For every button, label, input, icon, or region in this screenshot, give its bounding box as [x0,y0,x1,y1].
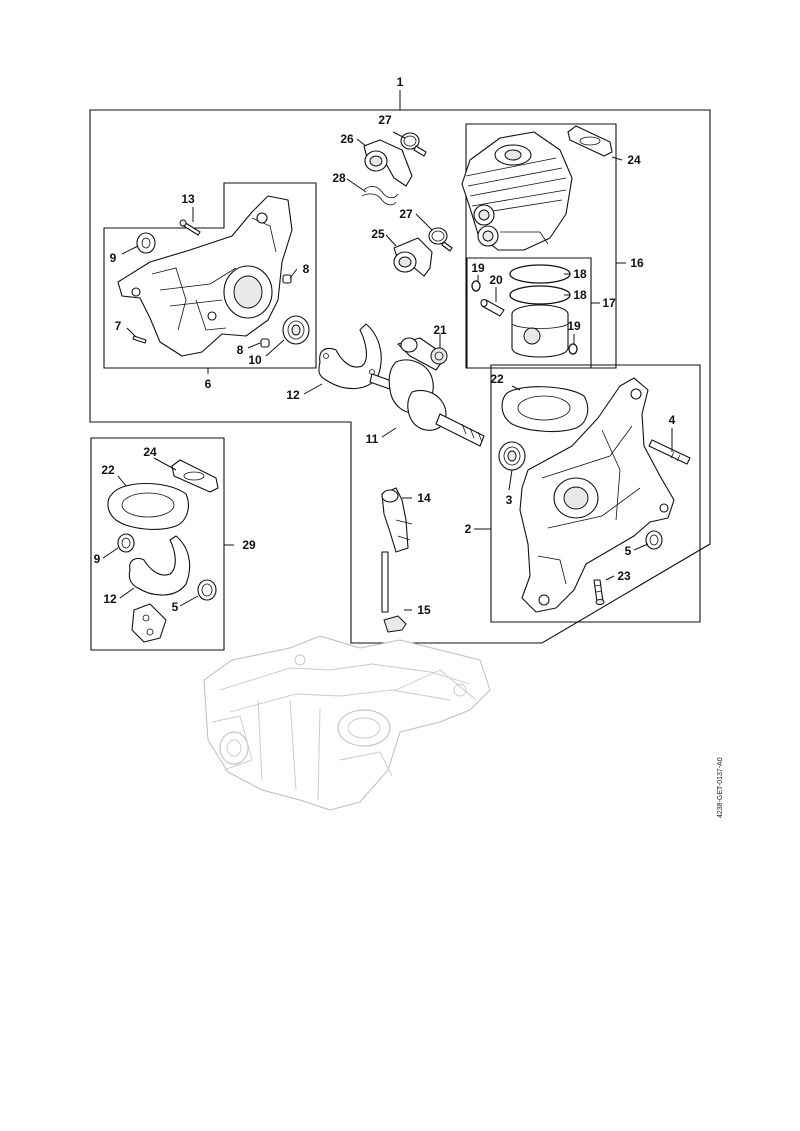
part-29-gasket-12 [128,535,191,596]
part-6-crankcase-half [117,195,293,357]
part-27-clamp-lower [428,227,453,252]
part-2-crankcase [519,377,675,613]
part-24-gasket [567,125,613,157]
gasket-set-frame [90,437,225,651]
chainsaw-outline-illustration [203,635,491,811]
callout-9-set: 9 [94,552,101,566]
callout-21: 21 [433,323,447,337]
callout-12-main: 12 [286,388,300,402]
part-18-piston-rings [509,264,571,305]
part-25-manifold [393,237,433,277]
callout-18-upper: 18 [573,267,587,281]
part-5-oil-seal [645,530,663,550]
part-13-screw [179,219,201,236]
part-9-oil-seal [136,232,156,254]
callout-19-upper: 19 [471,261,485,275]
callout-27-upper: 27 [378,113,392,127]
part-8-sleeve-upper [282,274,292,284]
callout-7: 7 [115,319,122,333]
part-4-stud [648,439,691,465]
part-21-needle-cage [430,347,448,365]
callout-22-main: 22 [490,372,504,386]
callout-24-set: 24 [143,445,157,459]
callout-13: 13 [181,192,195,206]
cylinder-frame [465,123,617,369]
part-19-circlip-lower [568,343,578,355]
part-27-clamp-upper [400,132,427,157]
callout-20: 20 [489,273,503,287]
piston-kit-frame [466,257,592,369]
callout-19-lower: 19 [567,319,581,333]
callout-25: 25 [371,227,385,241]
part-22-gasket [501,386,589,432]
callout-5-main: 5 [625,544,632,558]
part-28-spring [361,186,399,206]
callout-11: 11 [366,432,379,446]
part-17-piston [511,304,569,358]
crankcase-half-frame [103,182,317,369]
callout-15: 15 [417,603,431,617]
callout-14: 14 [417,491,431,505]
part-15-oil-filter [383,615,407,633]
callout-8-upper: 8 [303,262,310,276]
callout-29: 29 [242,538,256,552]
callout-28: 28 [332,171,346,185]
callout-22-set: 22 [101,463,115,477]
part-29-gasket-22 [107,482,189,530]
callout-4: 4 [669,413,676,427]
right-crankcase-frame [490,364,701,623]
part-23-screw [593,579,605,605]
part-8-sleeve-lower [260,338,270,348]
callout-17: 17 [602,296,616,310]
callout-10: 10 [248,353,262,367]
part-29-oil-seal-9 [117,533,135,553]
part-29-oil-seal-5 [197,579,217,601]
callout-3: 3 [506,493,513,507]
callout-27-lower: 27 [399,207,413,221]
part-19-circlip-upper [471,280,481,292]
part-7-pin [132,335,147,344]
part-3-ball-bearing [498,441,526,471]
callout-16: 16 [630,256,644,270]
assembly-frame [89,90,711,644]
callout-18-lower: 18 [573,288,587,302]
callout-26: 26 [340,132,354,146]
callout-9-left: 9 [110,251,117,265]
callout-24-main: 24 [627,153,641,167]
part-29-gasket-24 [171,459,219,493]
callout-23: 23 [617,569,631,583]
part-16-cylinder [461,131,573,251]
part-14-oil-pump [381,487,413,613]
part-11-crankshaft [369,337,485,447]
reference-code: 4238-GET-0137-A0 [717,757,724,818]
part-20-piston-pin [480,298,505,317]
callout-8-lower: 8 [237,343,244,357]
part-26-manifold [363,139,413,187]
callout-1: 1 [397,75,404,89]
callout-5-set: 5 [172,600,179,614]
callout-2: 2 [465,522,472,536]
leader-lines [102,131,673,611]
callout-12-set: 12 [103,592,117,606]
callout-6: 6 [205,377,212,391]
part-29-small-gasket [131,603,167,643]
part-10-ball-bearing [282,315,310,345]
